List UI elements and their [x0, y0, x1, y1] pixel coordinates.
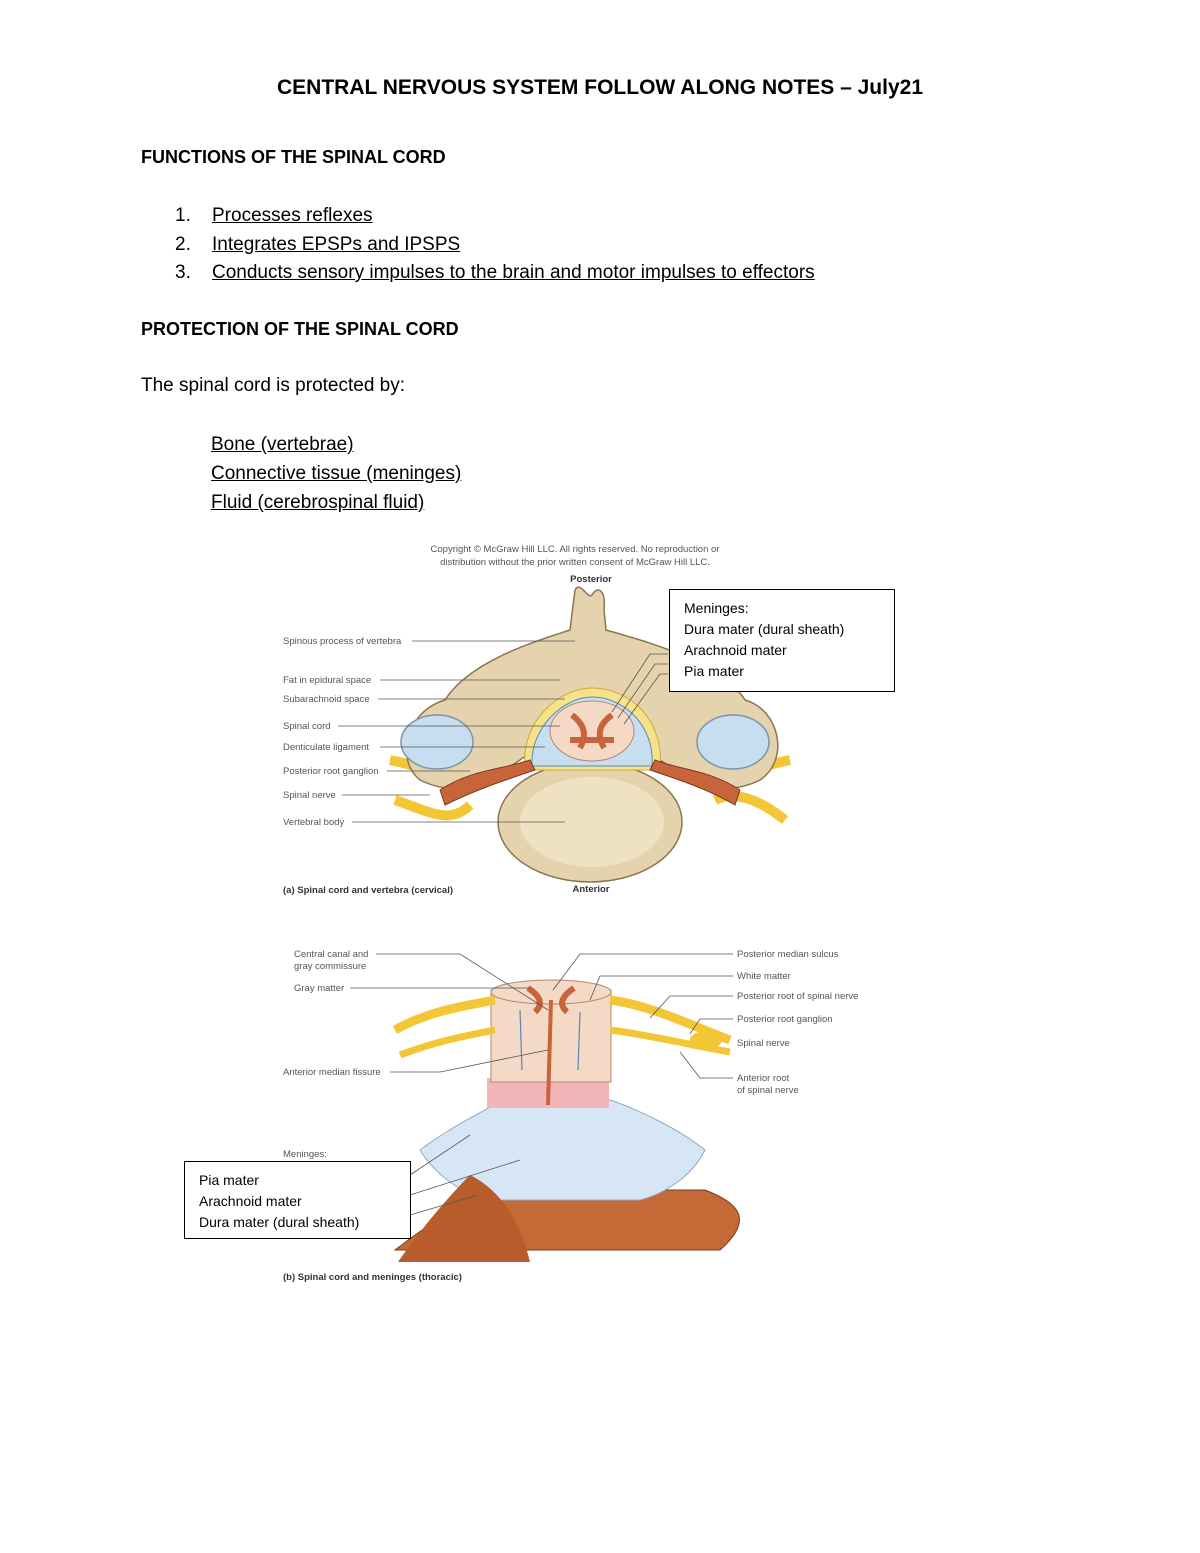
page-title: CENTRAL NERVOUS SYSTEM FOLLOW ALONG NOTE…	[276, 76, 924, 99]
protection-intro: The spinal cord is protected by:	[141, 375, 406, 396]
figure-a: Copyright © McGraw Hill LLC. All rights …	[283, 544, 791, 896]
list-number: 1.	[175, 205, 191, 226]
label-central-canal-1: Central canal and	[294, 949, 368, 960]
label-vertebral-body: Vertebral body	[283, 817, 345, 828]
label-meninges: Meninges:	[283, 1149, 327, 1160]
label-central-canal-2: gray commissure	[294, 961, 366, 972]
posterior-label: Posterior	[570, 574, 612, 585]
box-line: Arachnoid mater	[199, 1193, 302, 1209]
list-item: Connective tissue (meninges)	[211, 463, 462, 484]
label-posterior-root-ganglion: Posterior root ganglion	[737, 1014, 833, 1025]
list-item: 1. Processes reflexes	[175, 202, 815, 231]
label-posterior-root: Posterior root of spinal nerve	[737, 991, 858, 1002]
label-denticulate-ligament: Denticulate ligament	[283, 742, 369, 753]
list-number: 2.	[175, 233, 191, 255]
box-line: Meninges:	[684, 600, 749, 616]
figure-a-labels: Spinous process of vertebra Fat in epidu…	[283, 636, 668, 828]
copyright-line-1: Copyright © McGraw Hill LLC. All rights …	[431, 544, 720, 555]
protection-heading: PROTECTION OF THE SPINAL CORD	[141, 319, 459, 339]
figure-b-labels: Central canal and gray commissure Gray m…	[283, 949, 858, 1216]
anterior-label: Anterior	[573, 884, 610, 895]
label-spinal-nerve: Spinal nerve	[283, 790, 336, 801]
box-line: Dura mater (dural sheath)	[199, 1214, 360, 1230]
box-line: Arachnoid mater	[684, 642, 787, 658]
box-line: Pia mater	[199, 1172, 259, 1188]
list-text: Integrates EPSPs and IPSPS	[212, 233, 461, 255]
label-subarachnoid-space: Subarachnoid space	[283, 694, 370, 705]
protection-list: Bone (vertebrae) Connective tissue (meni…	[211, 430, 461, 517]
label-gray-matter: Gray matter	[294, 983, 344, 994]
figure-b-caption: (b) Spinal cord and meninges (thoracic)	[283, 1272, 462, 1283]
copyright-line-2: distribution without the prior written c…	[440, 557, 710, 568]
list-text: Conducts sensory impulses to the brain a…	[212, 262, 815, 283]
label-anterior-root-1: Anterior root	[737, 1073, 790, 1084]
box-line: Pia mater	[684, 663, 744, 679]
list-item: 3. Conducts sensory impulses to the brain…	[175, 259, 815, 288]
label-posterior-root-ganglion: Posterior root ganglion	[283, 766, 379, 777]
list-text: Processes reflexes	[212, 205, 373, 226]
list-item: 2. Integrates EPSPs and IPSPS	[175, 231, 815, 260]
box-line: Dura mater (dural sheath)	[684, 621, 845, 637]
label-spinal-cord: Spinal cord	[283, 721, 331, 732]
list-item: Fluid (cerebrospinal fluid)	[211, 492, 425, 513]
meninges-box-a: Meninges: Dura mater (dural sheath) Arac…	[669, 589, 895, 692]
functions-list: 1. Processes reflexes 2. Integrates EPSPs …	[175, 202, 815, 288]
label-anterior-root-2: of spinal nerve	[737, 1085, 799, 1096]
label-fat-epidural: Fat in epidural space	[283, 675, 371, 686]
vertebra-illustration	[389, 586, 791, 883]
label-spinal-nerve: Spinal nerve	[737, 1038, 790, 1049]
list-item: Bone (vertebrae)	[211, 434, 354, 455]
meninges-box-b: Pia mater Arachnoid mater Dura mater (du…	[184, 1161, 411, 1239]
label-white-matter: White matter	[737, 971, 791, 982]
label-spinous-process: Spinous process of vertebra	[283, 636, 402, 647]
functions-heading: FUNCTIONS OF THE SPINAL CORD	[141, 147, 446, 167]
label-posterior-median-sulcus: Posterior median sulcus	[737, 949, 839, 960]
spinal-cord-illustration	[392, 979, 740, 1262]
label-anterior-median-fissure: Anterior median fissure	[283, 1067, 381, 1078]
figure-b: Central canal and gray commissure Gray m…	[283, 949, 858, 1283]
figure-a-caption: (a) Spinal cord and vertebra (cervical)	[283, 885, 453, 896]
list-number: 3.	[175, 262, 191, 283]
